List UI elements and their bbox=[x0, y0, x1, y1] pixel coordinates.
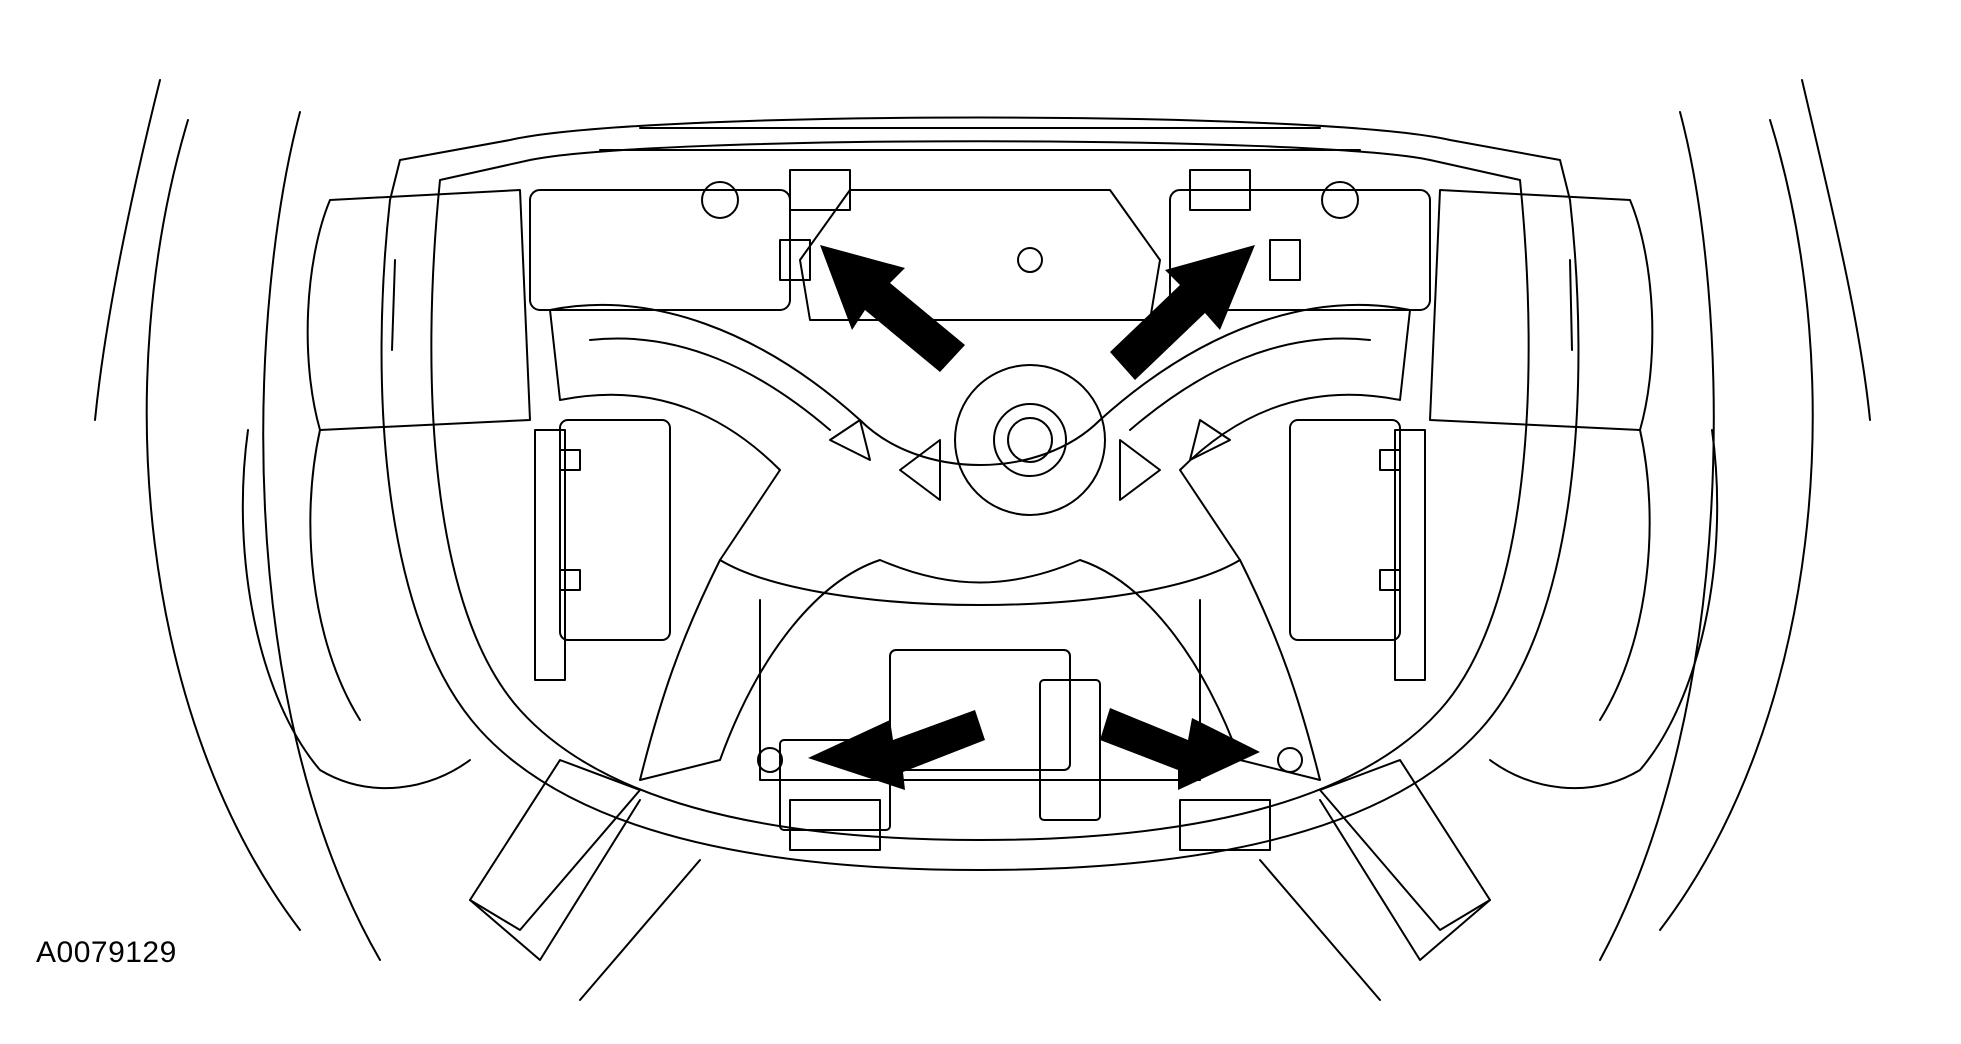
arrow-icon bbox=[808, 710, 985, 790]
hub-housing bbox=[380, 116, 1580, 871]
wheel-rim bbox=[94, 79, 1871, 961]
arrow-icon bbox=[820, 245, 965, 372]
lower-right-spoke bbox=[1259, 759, 1491, 1001]
arrow-icon bbox=[1100, 708, 1260, 790]
figure-id-label: A0079129 bbox=[36, 936, 177, 969]
left-spoke-grip bbox=[241, 189, 531, 790]
arrow-icon bbox=[1110, 245, 1255, 380]
spoke-cross bbox=[549, 303, 1411, 781]
right-spoke-grip bbox=[1429, 189, 1719, 790]
side-switches bbox=[534, 429, 1426, 681]
lower-left-spoke bbox=[469, 759, 701, 1001]
center-hub bbox=[829, 364, 1231, 516]
upper-connectors bbox=[701, 169, 1359, 281]
lower-connectors bbox=[757, 747, 1303, 851]
